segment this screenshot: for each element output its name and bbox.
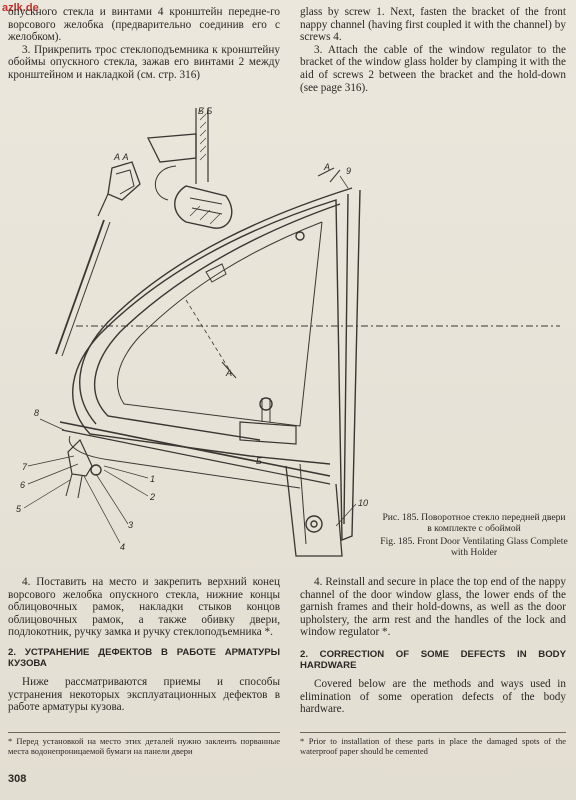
ru-step-3-paragraph: 3. Прикрепить трос стеклоподъемника к кр… bbox=[8, 43, 280, 81]
ru-footnote-text: * Перед установкой на место этих деталей… bbox=[8, 736, 280, 756]
figure-caption-en: Fig. 185. Front Door Ventilating Glass C… bbox=[380, 536, 568, 558]
en-bottom-column: 4. Reinstall and secure in place the top… bbox=[300, 576, 566, 716]
watermark-logo: azlk.de bbox=[2, 2, 39, 14]
footnote-divider-ru bbox=[8, 732, 280, 733]
en-section-intro: Covered below are the methods and ways u… bbox=[300, 677, 566, 716]
callout-5: 5 bbox=[16, 504, 22, 514]
footnote-divider-en bbox=[300, 732, 566, 733]
en-footnote-text: * Prior to installation of these parts i… bbox=[300, 736, 566, 756]
arrow-b-lower-label: Б bbox=[256, 456, 262, 466]
arrow-a-top-label: А bbox=[323, 162, 330, 172]
callout-10: 10 bbox=[358, 498, 368, 508]
en-footnote: * Prior to installation of these parts i… bbox=[300, 736, 566, 756]
callout-9: 9 bbox=[346, 166, 351, 176]
figure-caption-ru: Рис. 185. Поворотное стекло передней две… bbox=[382, 512, 566, 534]
callout-2: 2 bbox=[149, 492, 155, 502]
ru-footnote: * Перед установкой на место этих деталей… bbox=[8, 736, 280, 756]
callout-6: 6 bbox=[20, 480, 25, 490]
page-number: 308 bbox=[8, 773, 27, 785]
callout-8: 8 bbox=[34, 408, 39, 418]
section-bb-label: Б Б bbox=[198, 106, 212, 116]
section-aa-label: А А bbox=[113, 152, 129, 162]
ru-bottom-column: 4. Поставить на место и закрепить верхни… bbox=[8, 576, 280, 714]
ru-section-intro: Ниже рассматриваются приемы и способы ус… bbox=[8, 675, 280, 714]
en-section-heading: 2. CORRECTION OF SOME DEFECTS IN BODY HA… bbox=[300, 648, 566, 672]
en-continuation-paragraph: glass by screw 1. Next, fasten the brack… bbox=[300, 6, 566, 44]
arrow-a-lower-label: А bbox=[225, 368, 232, 378]
en-step-4-paragraph: 4. Reinstall and secure in place the top… bbox=[300, 576, 566, 639]
callout-7: 7 bbox=[22, 462, 28, 472]
en-top-column: glass by screw 1. Next, fasten the brack… bbox=[300, 6, 566, 94]
en-step-3-paragraph: 3. Attach the cable of the window regula… bbox=[300, 43, 566, 94]
callout-4: 4 bbox=[120, 542, 125, 552]
door-ventilating-glass-diagram: Б Б А А А А Б 9 10 8 7 6 5 4 3 2 1 bbox=[16, 106, 560, 557]
callout-1: 1 bbox=[150, 474, 155, 484]
ru-continuation-paragraph: опускного стекла и винтами 4 кронштейн п… bbox=[8, 6, 280, 44]
ru-top-column: опускного стекла и винтами 4 кронштейн п… bbox=[8, 6, 280, 82]
callout-3: 3 bbox=[128, 520, 133, 530]
ru-section-heading: 2. УСТРАНЕНИЕ ДЕФЕКТОВ В РАБОТЕ АРМАТУРЫ… bbox=[8, 646, 280, 670]
ru-step-4-paragraph: 4. Поставить на место и закрепить верхни… bbox=[8, 576, 280, 639]
